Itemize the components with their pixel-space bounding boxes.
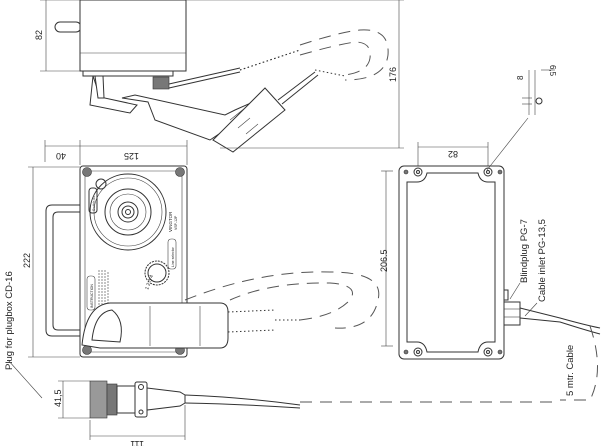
handset [81, 302, 229, 349]
dial-numbers: 1 2 3 4 [144, 274, 155, 291]
brand-label: VINGTOR [168, 211, 173, 232]
dim-handle-width: 40 [56, 151, 66, 161]
line-selector-knob[interactable]: 1 2 3 4 [144, 260, 170, 291]
dim-plug-diameter: 41,5 [53, 389, 63, 407]
dim-plug-length: 111 [130, 439, 144, 446]
dim-hole-spacing: 82 [448, 149, 458, 159]
handset-dial[interactable] [89, 173, 167, 251]
instruction-title: INSTRUCTION [90, 284, 94, 308]
box-screws [403, 167, 503, 357]
dim-top-height: 82 [34, 30, 44, 40]
model-label: VSP-12P [174, 215, 178, 230]
plug-cd16: Plug for plugbox CD-16 41,5 111 [4, 271, 560, 446]
blindplug-label: Blindplug PG-7 [519, 219, 530, 283]
plug-label: Plug for plugbox CD-16 [4, 271, 15, 370]
top-view: 82 176 [34, 0, 404, 153]
cable-length-label: 5 mtr. Cable [565, 345, 576, 396]
front-view: 40 125 222 Switch on VINGTO [22, 140, 380, 358]
blindplug [503, 289, 509, 301]
selector-label: Line selector [171, 246, 175, 267]
dim-hole-diameter: 6,5 [548, 65, 557, 77]
dim-panel-height: 222 [22, 253, 32, 268]
coil-cable-top-2 [314, 69, 346, 77]
cable-inlet-label: Cable inlet PG-13,5 [537, 219, 548, 302]
cable-gland [503, 301, 521, 326]
dim-panel-width: 125 [124, 151, 139, 161]
switch-on-indicator [88, 187, 98, 214]
switch-label: Switch on [92, 196, 96, 211]
dim-depth: 176 [388, 67, 398, 82]
coil-cable-top-1 [239, 49, 301, 71]
dim-box-height: 206.5 [379, 249, 389, 272]
dim-hole-depth: 8 [516, 75, 525, 80]
junction-box: 82 206.5 8 6,5 Blindplug PG-7 [379, 65, 601, 401]
